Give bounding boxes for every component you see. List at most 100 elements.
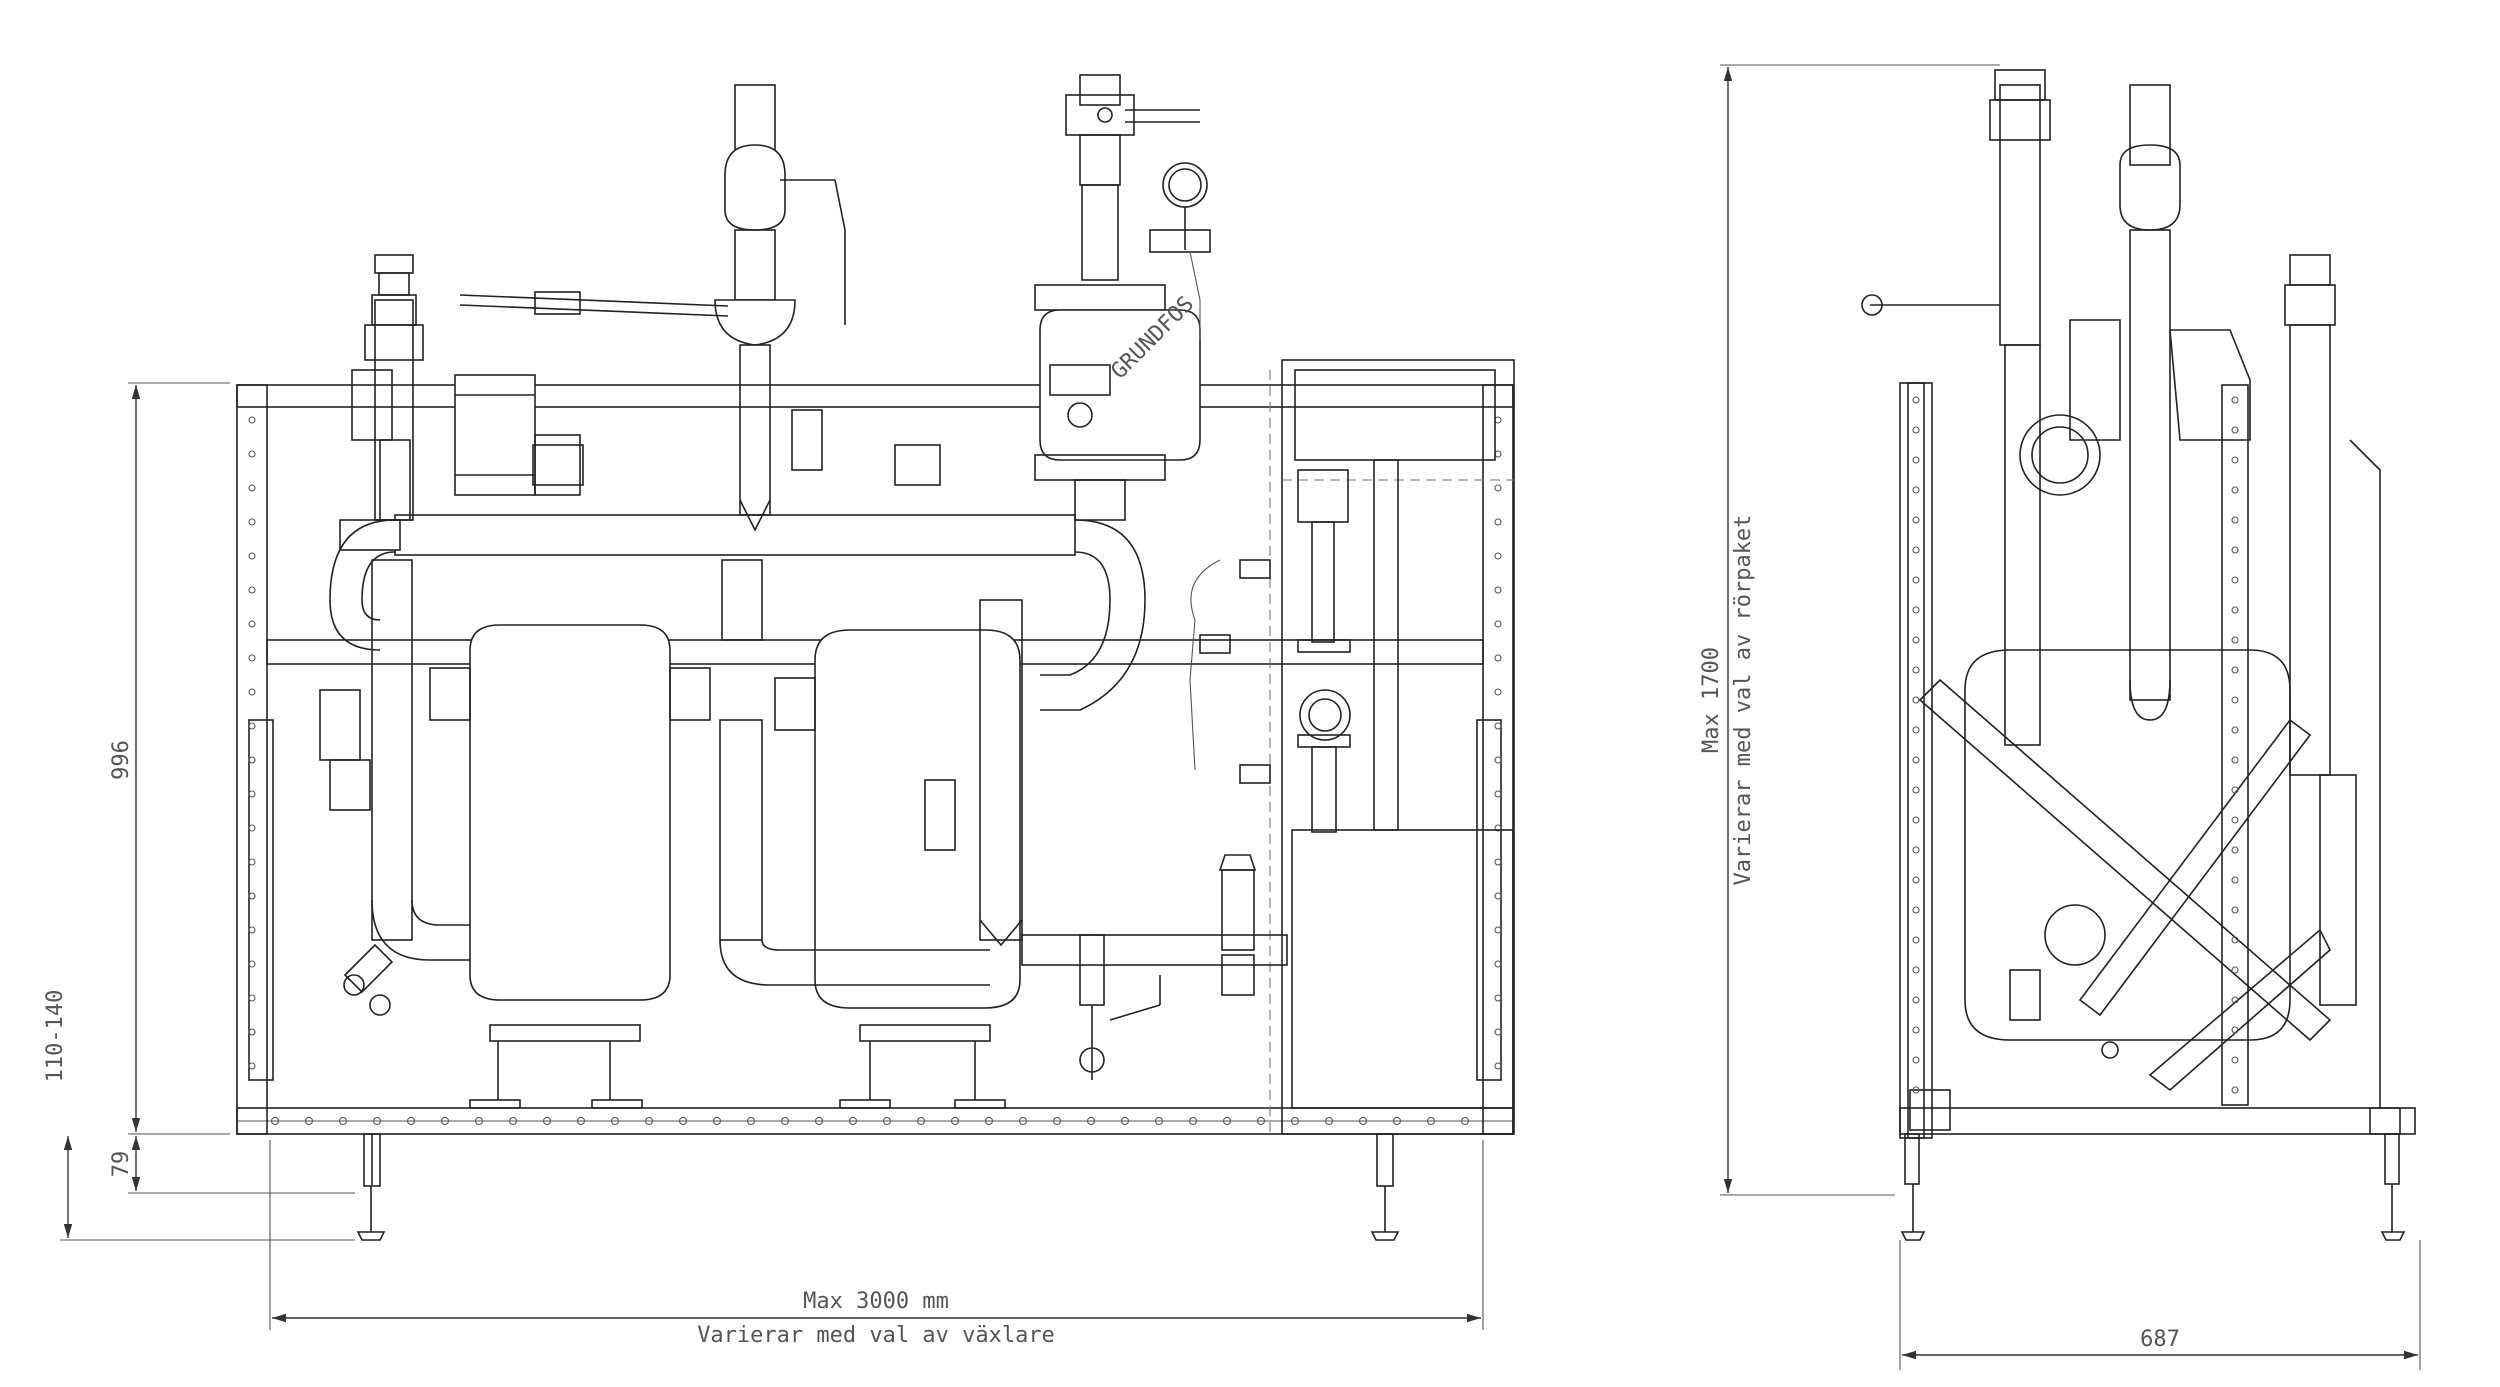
frame-hole bbox=[882, 1116, 892, 1126]
frame-hole bbox=[248, 858, 256, 866]
frame-hole bbox=[1912, 666, 1920, 674]
dim-height-sublabel: Varierar med val av rörpaket bbox=[1731, 515, 1756, 886]
front-piping bbox=[329, 84, 1288, 1080]
frame-hole bbox=[2231, 816, 2239, 824]
frame-hole bbox=[248, 790, 256, 798]
frame-hole bbox=[576, 1116, 586, 1126]
frame-hole bbox=[1912, 846, 1920, 854]
frame-hole bbox=[2231, 696, 2239, 704]
frame-hole bbox=[304, 1116, 314, 1126]
side-view bbox=[1861, 69, 2416, 1241]
frame-hole bbox=[1494, 654, 1502, 662]
frame-hole bbox=[848, 1116, 858, 1126]
frame-hole bbox=[1912, 786, 1920, 794]
frame-hole bbox=[1154, 1116, 1164, 1126]
frame-hole bbox=[2231, 426, 2239, 434]
frame-hole bbox=[2231, 486, 2239, 494]
frame-hole bbox=[1494, 824, 1502, 832]
dim-side-width-label: 687 bbox=[2140, 1327, 2180, 1352]
frame-hole bbox=[1392, 1116, 1402, 1126]
front-tank-left bbox=[429, 624, 711, 1001]
dim-width-sublabel: Varierar med val av växlare bbox=[697, 1323, 1055, 1348]
frame-hole bbox=[2231, 906, 2239, 914]
frame-hole bbox=[248, 688, 256, 696]
frame-hole bbox=[1494, 756, 1502, 764]
frame-holes bbox=[248, 416, 1502, 1126]
frame-hole bbox=[474, 1116, 484, 1126]
frame-hole bbox=[2231, 936, 2239, 944]
frame-hole bbox=[2231, 606, 2239, 614]
frame-hole bbox=[248, 722, 256, 730]
dim-110-140-label: 110-140 bbox=[43, 990, 68, 1083]
frame-hole bbox=[248, 994, 256, 1002]
frame-hole bbox=[1494, 688, 1502, 696]
frame-hole bbox=[1912, 906, 1920, 914]
front-valve-left bbox=[351, 254, 581, 521]
frame-hole bbox=[1494, 926, 1502, 934]
frame-hole bbox=[1912, 1086, 1920, 1094]
frame-hole bbox=[1290, 1116, 1300, 1126]
frame-hole bbox=[1912, 546, 1920, 554]
frame-hole bbox=[1494, 450, 1502, 458]
frame-hole bbox=[1324, 1116, 1334, 1126]
frame-hole bbox=[610, 1116, 620, 1126]
frame-hole bbox=[1912, 1056, 1920, 1064]
frame-hole bbox=[1494, 790, 1502, 798]
frame-hole bbox=[248, 450, 256, 458]
frame-hole bbox=[248, 1062, 256, 1070]
frame-hole bbox=[2231, 516, 2239, 524]
frame-hole bbox=[2231, 846, 2239, 854]
frame-hole bbox=[248, 518, 256, 526]
frame-hole bbox=[2231, 456, 2239, 464]
frame-hole bbox=[2231, 1056, 2239, 1064]
front-sensors bbox=[319, 409, 1257, 996]
frame-hole bbox=[780, 1116, 790, 1126]
frame-hole bbox=[248, 960, 256, 968]
dim-996-label: 996 bbox=[109, 740, 134, 780]
frame-hole bbox=[1086, 1116, 1096, 1126]
frame-hole bbox=[1912, 876, 1920, 884]
frame-hole bbox=[1256, 1116, 1266, 1126]
frame-hole bbox=[2231, 996, 2239, 1004]
front-right-instruments bbox=[1199, 469, 1351, 833]
frame-hole bbox=[2231, 966, 2239, 974]
front-foot-left bbox=[356, 1133, 386, 1241]
dim-79-label: 79 bbox=[109, 1151, 134, 1178]
dim-height-label: Max 1700 bbox=[1699, 647, 1724, 753]
frame-hole bbox=[1494, 620, 1502, 628]
frame-hole bbox=[248, 892, 256, 900]
frame-hole bbox=[1494, 858, 1502, 866]
frame-hole bbox=[372, 1116, 382, 1126]
front-pump: GRUNDFOS bbox=[1034, 74, 1201, 521]
frame-hole bbox=[1912, 1026, 1920, 1034]
frame-hole bbox=[2231, 666, 2239, 674]
frame-hole bbox=[1494, 518, 1502, 526]
frame-hole bbox=[1052, 1116, 1062, 1126]
frame-hole bbox=[248, 756, 256, 764]
frame-hole bbox=[270, 1116, 280, 1126]
frame-hole bbox=[2231, 1086, 2239, 1094]
frame-hole bbox=[1358, 1116, 1368, 1126]
frame-hole bbox=[1018, 1116, 1028, 1126]
side-dimensions: Max 1700 Varierar med val av rörpaket 68… bbox=[1699, 64, 2421, 1370]
frame-hole bbox=[248, 416, 256, 424]
frame-hole bbox=[1494, 416, 1502, 424]
frame-hole bbox=[1120, 1116, 1130, 1126]
frame-hole bbox=[542, 1116, 552, 1126]
frame-hole bbox=[1912, 966, 1920, 974]
frame-hole bbox=[2231, 636, 2239, 644]
front-view: GRUNDFOS bbox=[236, 74, 1515, 1241]
frame-hole bbox=[248, 620, 256, 628]
frame-hole bbox=[1222, 1116, 1232, 1126]
frame-hole bbox=[746, 1116, 756, 1126]
frame-hole bbox=[338, 1116, 348, 1126]
frame-hole bbox=[248, 654, 256, 662]
frame-hole bbox=[2231, 396, 2239, 404]
frame-hole bbox=[916, 1116, 926, 1126]
frame-hole bbox=[1912, 726, 1920, 734]
frame-hole bbox=[1912, 696, 1920, 704]
frame-hole bbox=[678, 1116, 688, 1126]
frame-hole bbox=[1494, 552, 1502, 560]
frame-hole bbox=[2231, 876, 2239, 884]
